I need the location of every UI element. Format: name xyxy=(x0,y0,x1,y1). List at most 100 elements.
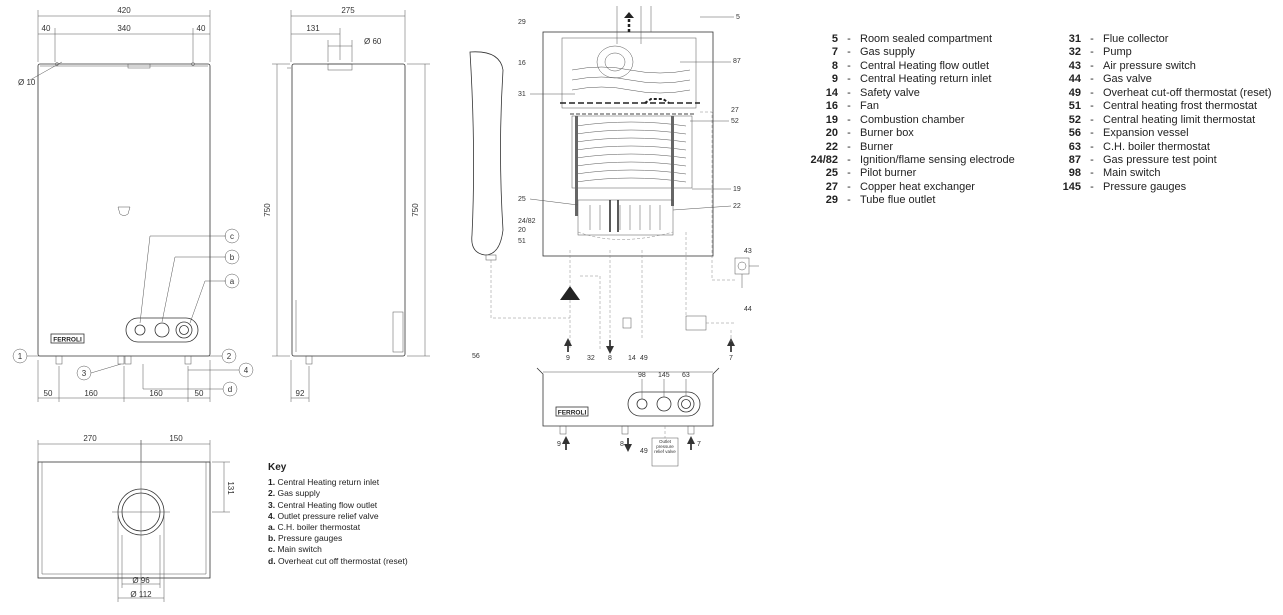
boiler-schematic: 29 16 31 25 24/82 20 51 56 5 87 27 52 19… xyxy=(469,6,759,467)
dim-top-270: 270 xyxy=(83,434,97,443)
dim-flue-diameter: Ø 60 xyxy=(364,37,382,46)
callout-4: 4 xyxy=(244,366,249,375)
label-8: 8 xyxy=(608,355,612,362)
dim-dia-96: Ø 96 xyxy=(132,576,150,585)
label-29: 29 xyxy=(518,19,526,26)
legend-row: 27-Copper heat exchanger xyxy=(825,180,975,193)
legend-row: 5-Room sealed compartment xyxy=(831,33,993,45)
dim-width: 420 xyxy=(117,6,131,15)
bottom-pipe-7: 7 xyxy=(697,441,701,448)
legend-row: 8-Central Heating flow outlet xyxy=(831,59,990,72)
legend-row: 63-C.H. boiler thermostat xyxy=(1068,140,1210,153)
key-item: 4. Outlet pressure relief valve xyxy=(268,510,379,521)
key-item: a. C.H. boiler thermostat xyxy=(268,522,361,533)
legend-row: 31-Flue collector xyxy=(1068,33,1169,45)
panel-label-98: 98 xyxy=(638,372,646,379)
label-7: 7 xyxy=(729,355,733,362)
label-56: 56 xyxy=(472,353,480,360)
panel-label-63: 63 xyxy=(682,372,690,379)
dim-mid-width: 340 xyxy=(117,24,131,33)
dim-bottom-3: 160 xyxy=(149,389,163,398)
legend-row: 20-Burner box xyxy=(825,127,914,140)
relief-valve-note: Outlet pressure relief valve xyxy=(654,439,676,454)
callout-a: a xyxy=(230,277,235,286)
legend-row: 24/82-Ignition/flame sensing electrode xyxy=(810,153,1015,166)
legend-row: 29-Tube flue outlet xyxy=(825,194,936,207)
dim-top-150: 150 xyxy=(169,434,183,443)
dim-flue-offset: 131 xyxy=(306,24,320,33)
legend-row: 7-Gas supply xyxy=(831,46,916,59)
key-item: 1. Central Heating return inlet xyxy=(268,477,380,488)
legend-row: 32-Pump xyxy=(1068,46,1132,59)
dim-height-right: 750 xyxy=(411,203,420,217)
legend-row: 56-Expansion vessel xyxy=(1068,127,1189,140)
legend-row: 52-Central heating limit thermostat xyxy=(1068,113,1256,126)
key-item: 3. Central Heating flow outlet xyxy=(268,499,378,510)
front-view: 420 40 340 40 Ø 10 FERROLI c b a 1 xyxy=(12,6,254,402)
label-87: 87 xyxy=(733,58,741,65)
label-43: 43 xyxy=(744,248,752,255)
legend-row: 87-Gas pressure test point xyxy=(1068,153,1217,166)
dim-hole-diameter: Ø 10 xyxy=(18,78,36,87)
legend-row: 49-Overheat cut-off thermostat (reset) xyxy=(1068,86,1272,99)
legend-row: 22-Burner xyxy=(825,140,894,153)
side-view: 275 131 Ø 60 750 750 92 xyxy=(263,6,430,402)
dim-bottom-4: 50 xyxy=(195,389,204,398)
legend-row: 51-Central heating frost thermostat xyxy=(1068,100,1258,113)
dim-bottom-1: 50 xyxy=(44,389,53,398)
key-title: Key xyxy=(268,462,287,473)
label-32: 32 xyxy=(587,355,595,362)
callout-b: b xyxy=(230,253,235,262)
legend-column-2: 31-Flue collector 32-Pump 43-Air pressur… xyxy=(1045,33,1272,194)
legend-row: 44-Gas valve xyxy=(1068,73,1152,86)
key-item: 2. Gas supply xyxy=(268,488,320,499)
dim-right-margin: 40 xyxy=(197,24,206,33)
label-31: 31 xyxy=(518,91,526,98)
top-view: 270 150 131 Ø 96 Ø 112 xyxy=(37,434,235,602)
label-52: 52 xyxy=(731,118,739,125)
legend-row: 16-Fan xyxy=(825,100,879,113)
panel-label-145: 145 xyxy=(658,372,670,379)
callout-2: 2 xyxy=(227,352,232,361)
callout-c: c xyxy=(230,232,234,241)
legend-row: 98-Main switch xyxy=(1068,167,1161,180)
schematic-brand: FERROLI xyxy=(558,410,587,417)
label-49: 49 xyxy=(640,355,648,362)
legend-row: 19-Combustion chamber xyxy=(825,113,965,126)
bottom-pipe-8: 8 xyxy=(620,441,624,448)
label-14: 14 xyxy=(628,355,636,362)
legend-row: 43-Air pressure switch xyxy=(1068,59,1196,72)
label-24-82: 24/82 xyxy=(518,218,536,225)
bottom-pipe-49: 49 xyxy=(640,448,648,455)
label-9: 9 xyxy=(566,355,570,362)
callout-d: d xyxy=(228,385,232,394)
key-item: c. Main switch xyxy=(268,544,322,555)
label-5: 5 xyxy=(736,14,740,21)
label-19: 19 xyxy=(733,186,741,193)
brand-label: FERROLI xyxy=(53,337,82,344)
dim-top-131: 131 xyxy=(226,481,235,495)
dim-depth: 275 xyxy=(341,6,355,15)
key-list: Key 1. Central Heating return inlet 2. G… xyxy=(268,462,408,567)
label-16: 16 xyxy=(518,60,526,67)
dim-left-margin: 40 xyxy=(42,24,51,33)
key-item: d. Overheat cut off thermostat (reset) xyxy=(268,555,408,566)
callout-1: 1 xyxy=(18,352,23,361)
label-20: 20 xyxy=(518,227,526,234)
callout-3: 3 xyxy=(82,369,87,378)
legend-row: 25-Pilot burner xyxy=(825,167,917,180)
dim-dia-112: Ø 112 xyxy=(130,590,152,599)
label-27: 27 xyxy=(731,107,739,114)
legend-row: 9-Central Heating return inlet xyxy=(831,73,992,86)
label-25: 25 xyxy=(518,196,526,203)
legend-row: 14-Safety valve xyxy=(825,86,920,99)
dim-pipe-offset: 92 xyxy=(296,389,305,398)
legend-column-1: 5-Room sealed compartment 7-Gas supply 8… xyxy=(802,33,1015,208)
bottom-pipe-9: 9 xyxy=(557,441,561,448)
dim-height-left: 750 xyxy=(263,203,272,217)
key-item: b. Pressure gauges xyxy=(268,533,343,544)
label-44: 44 xyxy=(744,306,752,313)
label-22: 22 xyxy=(733,203,741,210)
label-51: 51 xyxy=(518,238,526,245)
